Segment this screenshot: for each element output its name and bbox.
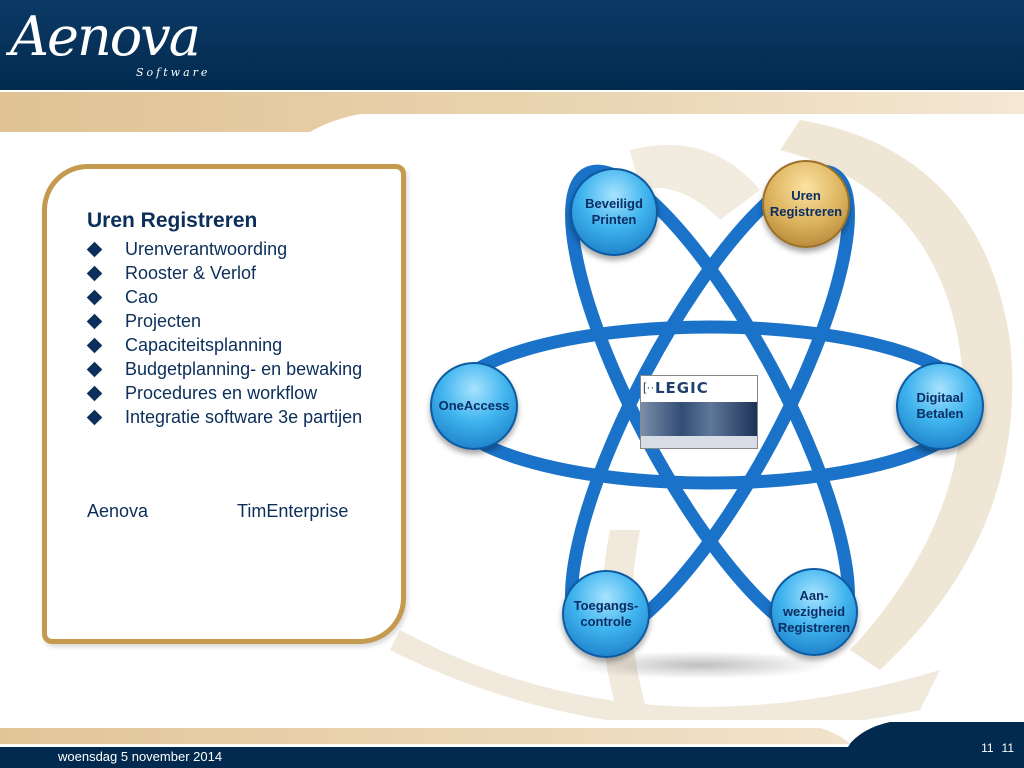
node-toegangscontrole: Toegangs- controle	[562, 570, 650, 658]
diamond-bullet-icon	[86, 313, 103, 330]
list-item: Integratie software 3e partijen	[86, 405, 387, 429]
diamond-bullet-icon	[86, 361, 103, 378]
list-item-label: Cao	[125, 287, 159, 307]
page-number-b: 11	[1001, 741, 1014, 755]
node-uren-registreren: Uren Registreren	[762, 160, 850, 248]
diamond-bullet-icon	[86, 265, 103, 282]
node-label: Aan- wezigheid Registreren	[777, 588, 851, 635]
list-item-label: Procedures en workflow	[125, 383, 318, 403]
page-number: 11 11	[973, 741, 1014, 755]
diamond-bullet-icon	[86, 289, 103, 306]
diagram-shadow	[570, 651, 830, 679]
node-beveiligd-printen: Beveiligd Printen	[570, 168, 658, 256]
list-item: Projecten	[86, 309, 387, 333]
diamond-bullet-icon	[86, 409, 103, 426]
legic-card-header: [·· LEGIC	[641, 376, 757, 402]
list-item: Rooster & Verlof	[86, 261, 387, 285]
company-name: Aenova	[87, 501, 149, 521]
node-oneaccess: OneAccess	[430, 362, 518, 450]
aenova-logo: Aenova Software	[10, 4, 220, 88]
node-label: Digitaal Betalen	[916, 390, 964, 421]
list-item: Cao	[86, 285, 387, 309]
list-item: Urenverantwoording	[86, 237, 387, 261]
list-item: Procedures en workflow	[86, 381, 387, 405]
diamond-bullet-icon	[86, 337, 103, 354]
list-item: Budgetplanning- en bewaking	[86, 357, 387, 381]
list-item: Capaciteitsplanning	[86, 333, 387, 357]
feature-list: Urenverantwoording Rooster & Verlof Cao …	[86, 237, 387, 429]
header-tan-band	[0, 92, 1024, 132]
footer-band	[0, 722, 1024, 768]
legic-card-strip	[641, 436, 757, 448]
page-number-a: 11	[981, 741, 994, 755]
legic-card-image	[641, 402, 757, 436]
logo-wordmark: Aenova	[10, 5, 201, 68]
footer-date: woensdag 5 november 2014	[58, 749, 223, 764]
node-label: Beveiligd Printen	[585, 196, 643, 227]
feature-card: Uren Registreren Urenverantwoording Roos…	[42, 164, 406, 644]
product-names: Aenova TimEnterprise	[87, 501, 348, 522]
node-digitaal-betalen: Digitaal Betalen	[896, 362, 984, 450]
list-item-label: Rooster & Verlof	[125, 263, 257, 283]
node-label: OneAccess	[438, 398, 510, 413]
legic-bracket-icon: [··	[643, 380, 655, 394]
header-divider	[0, 90, 1024, 92]
list-item-label: Integratie software 3e partijen	[125, 407, 363, 427]
diamond-bullet-icon	[86, 241, 103, 258]
list-item-label: Urenverantwoording	[125, 239, 288, 259]
header-bar	[0, 0, 1024, 90]
card-title: Uren Registreren	[87, 209, 258, 232]
node-label: Uren Registreren	[769, 188, 843, 219]
node-aanwezigheid-registreren: Aan- wezigheid Registreren	[770, 568, 858, 656]
list-item-label: Projecten	[125, 311, 202, 331]
legic-brand: LEGIC	[655, 379, 709, 397]
list-item-label: Capaciteitsplanning	[125, 335, 283, 355]
logo-subtitle: Software	[136, 66, 211, 79]
list-item-label: Budgetplanning- en bewaking	[125, 359, 363, 379]
diamond-bullet-icon	[86, 385, 103, 402]
legic-card-icon: [·· LEGIC	[640, 375, 758, 449]
product-name: TimEnterprise	[237, 501, 349, 521]
node-label: Toegangs- controle	[573, 598, 639, 629]
